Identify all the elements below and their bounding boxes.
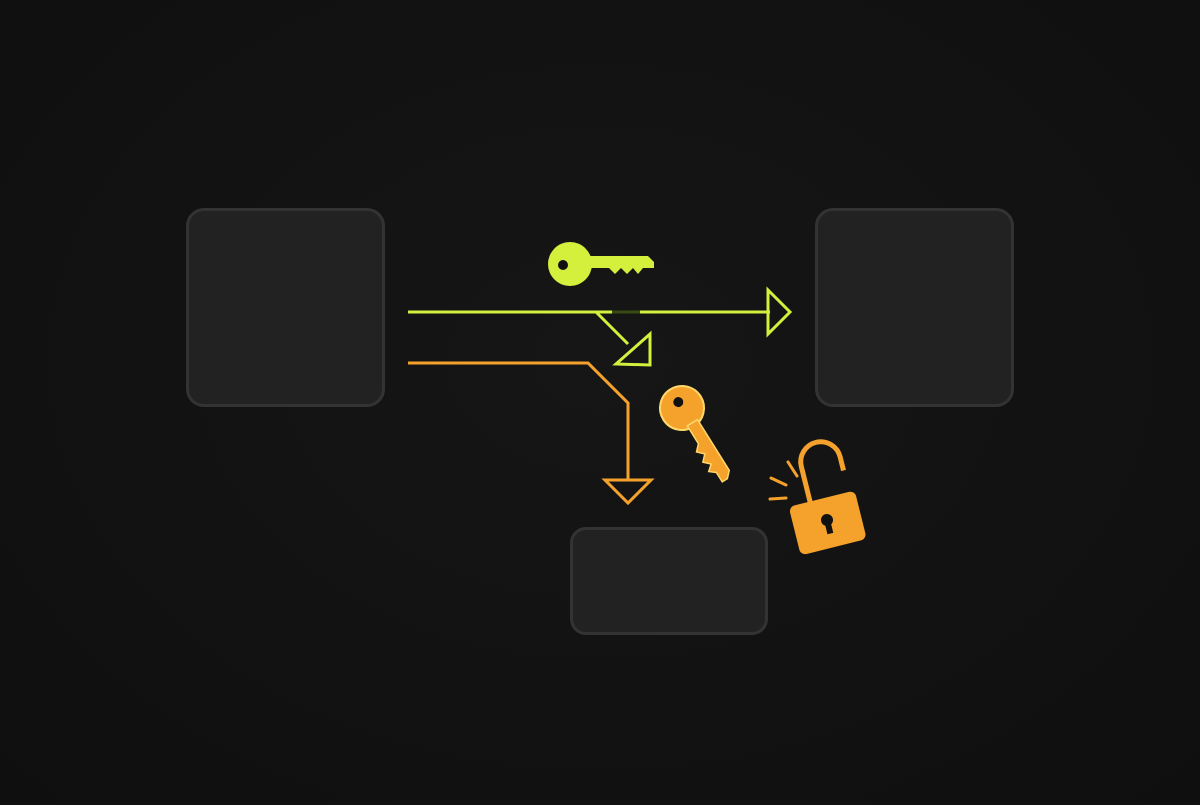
bottom-node[interactable] [570, 527, 768, 635]
lime-key-icon [548, 242, 654, 286]
unlock-spark-lines [768, 460, 799, 501]
lime-diverted-arrow [594, 310, 652, 367]
orange-key-icon [659, 385, 731, 483]
unlocked-padlock-icon [789, 439, 866, 555]
source-node[interactable] [186, 208, 385, 407]
target-node[interactable] [815, 208, 1014, 407]
orange-arrow [408, 361, 655, 506]
lime-main-arrow [408, 286, 793, 338]
